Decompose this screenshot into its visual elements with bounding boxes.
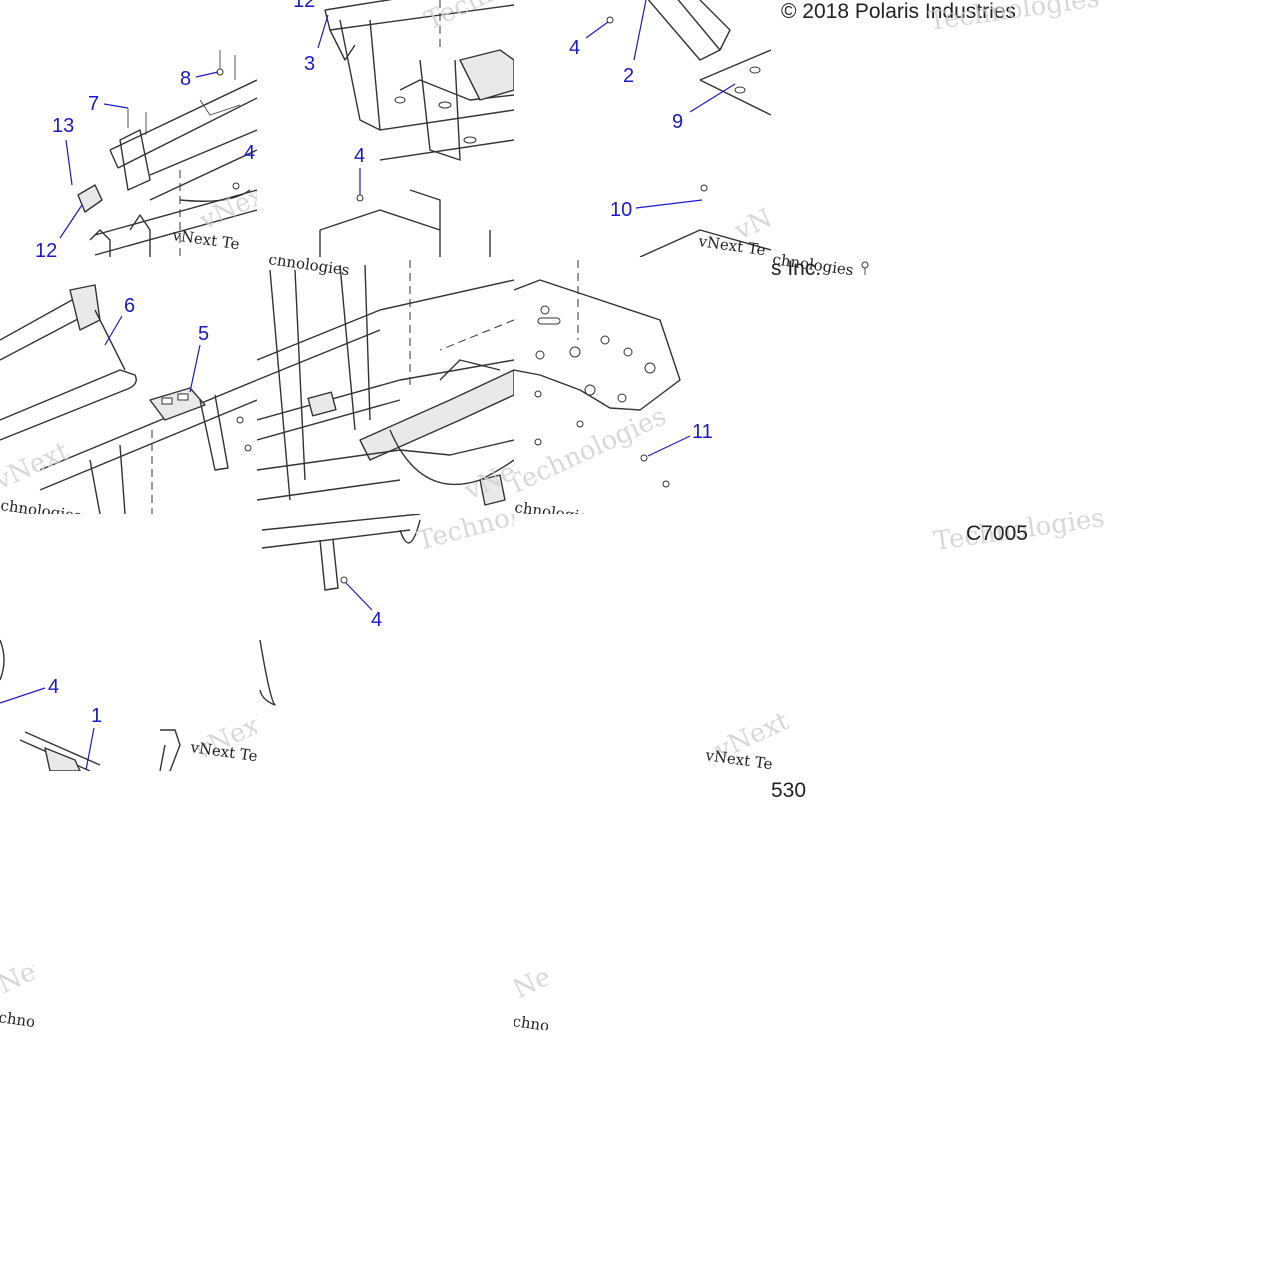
callout-9: 9 — [672, 111, 683, 133]
callout-7: 7 — [88, 93, 99, 115]
callout-11: 11 — [692, 421, 713, 443]
callout-1: 1 — [91, 705, 102, 727]
callout-4-c: 4 — [569, 37, 580, 59]
callout-12: 12 — [35, 240, 57, 262]
callout-12-b: 12 — [293, 0, 315, 12]
watermark-next-j: vNext — [0, 946, 64, 1007]
callout-4-d: 4 — [371, 609, 382, 631]
bottom-watermark-fragments: vNext chnologies vNext chnologies — [0, 946, 594, 1041]
tile-rear-rack-floor: vNext vNext Te 4 2 9 10 — [569, 0, 771, 257]
watermark-copyright: Technologies — [927, 0, 1102, 37]
tile-side-rail-bracket: vNext chnologies 6 5 — [0, 284, 257, 525]
callout-8: 8 — [180, 68, 191, 90]
watermark-fragment-j: chnologies — [0, 1008, 81, 1037]
watermark-fragment-f: chnologies — [513, 498, 596, 527]
watermark-next-d: vNext — [0, 436, 74, 497]
drawing-code-tail: 530 — [771, 779, 806, 802]
copyright-text: © 2018 Polaris Industries — [781, 0, 1016, 23]
copyright-block: © 2018 Polaris Industries Technologies s… — [771, 0, 1101, 280]
watermark-fragment-k: chnologies — [511, 1012, 594, 1041]
drawing-code: C7005 — [966, 522, 1028, 545]
watermark-fragment-d: chnologies — [0, 496, 83, 525]
watermark-tech-f: Technologies — [502, 401, 671, 501]
callout-4-b: 4 — [354, 145, 365, 167]
callout-4-a: 4 — [244, 142, 255, 164]
tile-lower-right-fragment: vNext vNext Te 530 — [703, 706, 806, 802]
watermark-inline: vNext Te — [170, 226, 240, 253]
tile-center-frame-top: Technologies 3 12 4 — [293, 0, 589, 257]
callout-2: 2 — [623, 65, 634, 87]
tile-center-frame: vNext chnologies — [257, 250, 514, 507]
tile-front-frame-hardware: vNext vNext Te 8 7 13 12 4 — [35, 50, 257, 262]
tile-floor-pan: Technologies chnologies 11 — [502, 260, 713, 527]
callout-3: 3 — [304, 53, 315, 75]
callout-10: 10 — [610, 199, 632, 221]
tile-lower-front: vNext vNext Te 4 1 — [0, 639, 257, 771]
tile-lower-center: Technologies 4 — [259, 514, 514, 706]
watermark-fragment-e: chnologies — [267, 250, 350, 279]
watermark-next-k: vNext — [494, 951, 579, 1012]
copyright-tail: s Inc. — [771, 257, 821, 280]
callout-4-e: 4 — [48, 676, 59, 698]
callout-6: 6 — [124, 295, 135, 317]
watermark-inline-i: vNext Te — [703, 746, 773, 773]
callout-5: 5 — [198, 323, 209, 345]
drawing-code-block: Technologies C7005 — [932, 503, 1107, 557]
watermark-technologies: Technologies — [420, 0, 589, 36]
callout-13: 13 — [52, 115, 74, 137]
